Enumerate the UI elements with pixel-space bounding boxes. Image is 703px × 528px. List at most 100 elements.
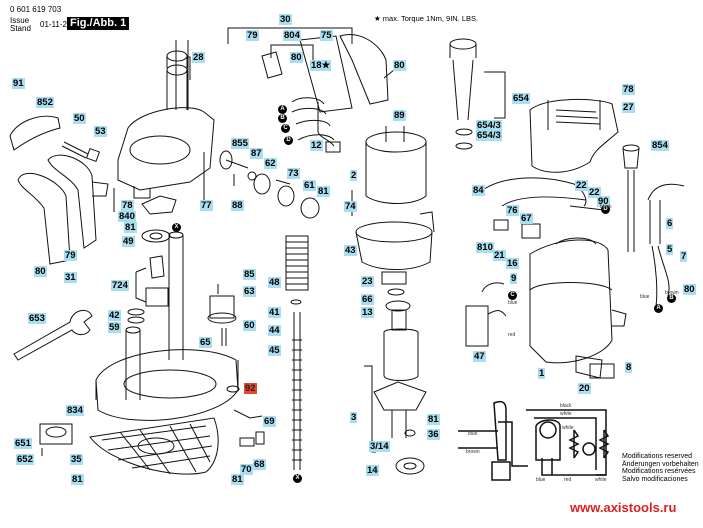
motor-housing-1 (529, 237, 627, 364)
part-label-81b: 81 (124, 222, 137, 233)
part-label-80a: 80 (290, 52, 303, 63)
extraction-tube-654 (449, 38, 506, 150)
part-label-76: 76 (506, 205, 519, 216)
issue-date: 01-11-20 (40, 20, 72, 29)
part-label-59: 59 (108, 322, 121, 333)
connector-marker-x: X (172, 223, 181, 232)
wire-label-blue-a: blue (640, 294, 650, 300)
part-label-47: 47 (473, 351, 486, 362)
part-label-79b: 79 (64, 250, 77, 261)
torque-note: ★ max. Torque 1Nm, 9IN. LBS. (374, 14, 479, 23)
connector-marker-c: C (281, 124, 290, 133)
depth-turret-63 (207, 284, 237, 324)
modifications-es: Salvo modificaciones (622, 475, 688, 483)
part-label-18: 18★ (310, 60, 332, 71)
part-label-41: 41 (268, 307, 281, 318)
connector-marker-a: A (278, 105, 287, 114)
part-label-73: 73 (287, 168, 300, 179)
watermark-link[interactable]: www.axistools.ru (570, 500, 677, 515)
part-label-23: 23 (361, 276, 374, 287)
part-label-724: 724 (111, 280, 129, 291)
modifications-fr: Modifications resérvées (622, 468, 696, 475)
part-label-92: 92 (244, 383, 257, 394)
part-label-20: 20 (578, 383, 591, 394)
schematic-label-red-bottom: red (564, 477, 572, 483)
part-label-6: 6 (666, 218, 674, 229)
part-label-68: 68 (253, 459, 266, 470)
part-label-61: 61 (303, 180, 316, 191)
part-label-89: 89 (393, 110, 406, 121)
part-label-44: 44 (268, 325, 281, 336)
part-label-45: 45 (268, 345, 281, 356)
schematic-label-brown-in: brown (466, 449, 480, 455)
part-label-70: 70 (240, 464, 253, 475)
part-label-852: 852 (36, 97, 54, 108)
part-label-84: 84 (472, 185, 485, 196)
guide-651 (39, 423, 73, 445)
part-label-654-3b: 654/3 (476, 130, 502, 141)
handle-cover-31 (47, 154, 97, 249)
connector-marker-c: C (508, 291, 517, 300)
connector-marker-b: B (667, 294, 676, 303)
power-cord-6 (647, 183, 685, 307)
wire-label-blue-c: blue (508, 300, 518, 306)
wiring-schematic (458, 400, 610, 481)
issue-label: Issue (10, 16, 30, 25)
part-label-81e: 81 (427, 414, 440, 425)
part-label-27: 27 (622, 102, 635, 113)
wire-label-brown: brown (665, 290, 679, 296)
part-label-13: 13 (361, 307, 374, 318)
handle-852 (9, 115, 61, 151)
part-label-90: 90 (597, 196, 610, 207)
screw-50 (61, 141, 89, 159)
part-label-81c: 81 (231, 474, 244, 485)
part-label-855: 855 (231, 138, 249, 149)
part-label-80b: 80 (393, 60, 406, 71)
part-label-81d: 81 (71, 474, 84, 485)
part-label-36: 36 (427, 429, 440, 440)
sub-base-35 (89, 417, 219, 475)
part-label-22a: 22 (575, 180, 588, 191)
part-label-5: 5 (666, 244, 674, 255)
part-label-834: 834 (66, 405, 84, 416)
knob-854 (622, 144, 640, 252)
schematic-label-blue-in: blue (468, 431, 478, 437)
part-label-654: 654 (512, 93, 530, 104)
part-label-53: 53 (94, 126, 107, 137)
part-label-78b: 78 (622, 84, 635, 95)
part-label-91: 91 (12, 78, 25, 89)
washer-92 (226, 385, 240, 393)
base-plate (95, 349, 239, 421)
connector-marker-a: A (654, 304, 663, 313)
part-label-63: 63 (243, 286, 256, 297)
part-label-810: 810 (476, 242, 494, 253)
part-label-2: 2 (350, 170, 358, 181)
modifications-notice: Modifications reserved Änderungen vorbeh… (622, 453, 699, 483)
part-label-21: 21 (493, 250, 506, 261)
part-label-7: 7 (680, 251, 688, 262)
part-label-804: 804 (283, 30, 301, 41)
part-label-75: 75 (320, 30, 333, 41)
part-label-66: 66 (361, 294, 374, 305)
part-label-3: 3 (350, 412, 358, 423)
armature-3 (364, 309, 427, 453)
modifications-en: Modifications reserved (622, 453, 693, 460)
part-label-85: 85 (243, 269, 256, 280)
part-label-654-3a: 654/3 (476, 120, 502, 131)
connector-marker-d: D (284, 136, 293, 145)
switch-assembly-804 (261, 35, 353, 153)
part-label-42: 42 (108, 310, 121, 321)
part-label-79a: 79 (246, 30, 259, 41)
part-label-653: 653 (28, 313, 46, 324)
part-label-9: 9 (510, 273, 518, 284)
part-label-31: 31 (64, 272, 77, 283)
part-label-22b: 22 (588, 187, 601, 198)
part-label-652: 652 (16, 454, 34, 465)
part-label-43: 43 (344, 245, 357, 256)
part-label-28: 28 (192, 52, 205, 63)
part-label-48: 48 (268, 277, 281, 288)
part-label-80c: 80 (34, 266, 47, 277)
spring-48 (285, 235, 309, 291)
